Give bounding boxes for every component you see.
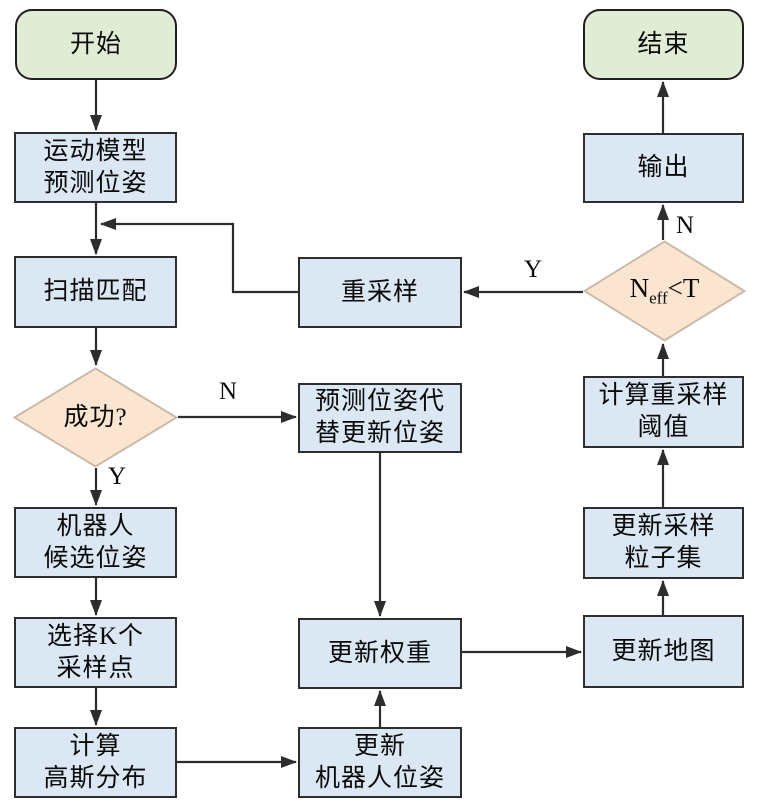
node-start-label: 开始 — [69, 30, 122, 58]
node-motion-model-predict-pose: 运动模型 预测位姿 — [14, 132, 177, 203]
node-output: 输出 — [583, 133, 744, 203]
edge-label-neff-yes: Y — [524, 256, 543, 283]
node-update-particle-set: 更新采样 粒子集 — [583, 507, 744, 579]
node-resample: 重采样 — [298, 257, 462, 328]
decision-neff-threshold: Neff<T — [583, 240, 746, 342]
node-calc-gaussian-label: 计算 高斯分布 — [43, 732, 148, 792]
node-pred-pose-replace-label: 预测位姿代 替更新位姿 — [314, 388, 445, 447]
decision-success-label: 成功? — [63, 403, 128, 431]
node-end-label: 结束 — [637, 30, 690, 58]
node-calc-resample-threshold-label: 计算重采样 阈值 — [598, 382, 729, 441]
edge-label-success-yes: Y — [108, 463, 127, 490]
node-resample-label: 重采样 — [340, 278, 419, 306]
node-update-robot-pose: 更新 机器人位姿 — [298, 727, 462, 798]
diamond-shape — [583, 240, 746, 342]
decision-success: 成功? — [13, 367, 178, 468]
node-select-k-samples-label: 选择K个 采样点 — [46, 622, 145, 682]
node-update-weight-label: 更新权重 — [327, 639, 432, 667]
node-calc-resample-threshold: 计算重采样 阈值 — [583, 376, 744, 448]
diamond-shape — [13, 367, 178, 468]
node-update-particle-set-label: 更新采样 粒子集 — [611, 513, 716, 572]
node-update-map: 更新地图 — [583, 615, 744, 688]
node-update-robot-pose-label: 更新 机器人位姿 — [314, 732, 445, 792]
node-start: 开始 — [15, 9, 177, 80]
node-scan-match: 扫描匹配 — [14, 256, 177, 328]
neff-symbol: N — [629, 273, 650, 304]
decision-neff-label: Neff<T — [630, 273, 700, 308]
node-update-map-label: 更新地图 — [611, 637, 716, 665]
node-update-weight: 更新权重 — [298, 618, 462, 689]
node-robot-candidate-pose-label: 机器人 候选位姿 — [43, 512, 148, 572]
neff-subscript: eff — [649, 288, 668, 308]
node-select-k-samples: 选择K个 采样点 — [14, 617, 177, 688]
node-output-label: 输出 — [637, 154, 690, 181]
node-scan-match-label: 扫描匹配 — [43, 278, 148, 305]
neff-comparison: <T — [667, 273, 700, 304]
edge-label-success-no: N — [219, 378, 238, 405]
node-motion-model-label: 运动模型 预测位姿 — [43, 137, 148, 197]
edge-label-neff-no: N — [676, 212, 695, 239]
node-pred-pose-replace: 预测位姿代 替更新位姿 — [298, 383, 462, 453]
node-robot-candidate-pose: 机器人 候选位姿 — [14, 507, 177, 578]
node-calc-gaussian: 计算 高斯分布 — [14, 727, 177, 798]
node-end: 结束 — [583, 9, 744, 80]
